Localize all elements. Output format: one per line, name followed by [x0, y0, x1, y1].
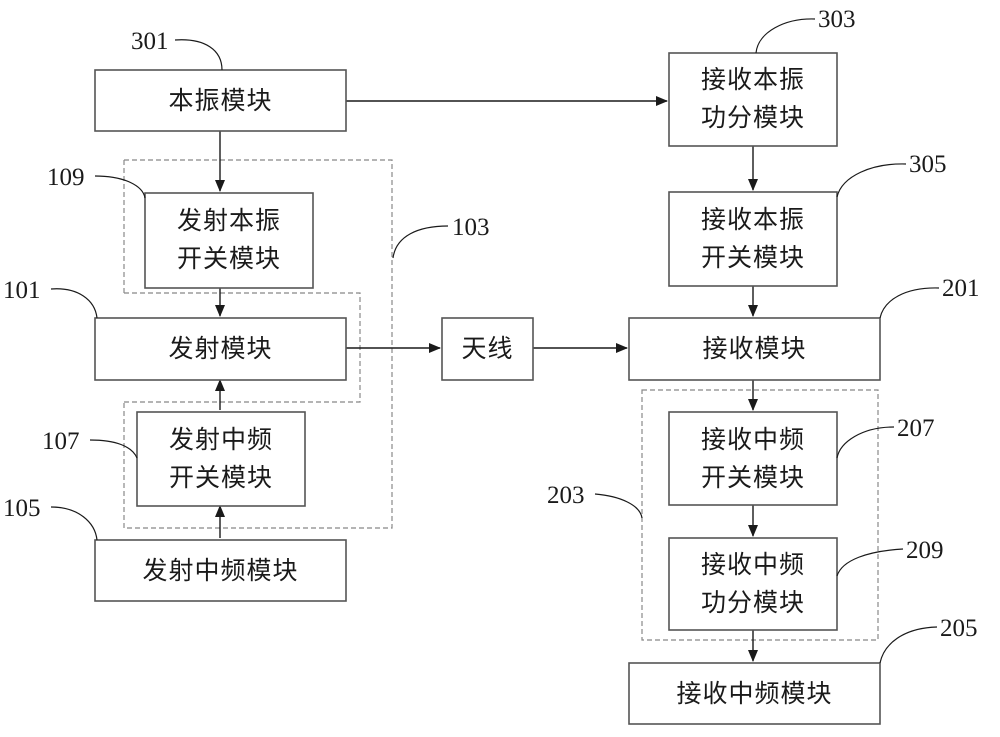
ref-109: 109 [47, 164, 85, 191]
leader-207 [836, 426, 895, 459]
block-209-rx-if-splitter: 接收中频 功分模块 [668, 537, 838, 631]
leader-101 [50, 288, 98, 319]
ref-209: 209 [906, 537, 944, 564]
svg-text:发射中频: 发射中频 [169, 425, 273, 454]
block-205-rx-if: 接收中频模块 [628, 662, 881, 725]
block-antenna: 天线 [441, 317, 534, 381]
ref-105: 105 [3, 495, 41, 522]
block-107-tx-if-switch: 发射中频 开关模块 [136, 411, 306, 507]
svg-text:发射模块: 发射模块 [168, 334, 272, 363]
svg-text:接收中频: 接收中频 [701, 550, 805, 579]
block-303-rx-lo-splitter: 接收本振 功分模块 [668, 52, 838, 147]
reference-numerals: 301 303 109 103 305 101 201 107 207 203 … [3, 6, 980, 642]
block-201-receiver: 接收模块 [628, 317, 881, 381]
svg-text:接收中频: 接收中频 [701, 425, 805, 454]
block-305-rx-lo-switch: 接收本振 开关模块 [668, 191, 838, 287]
leader-105 [50, 506, 98, 541]
leader-303 [755, 18, 816, 54]
block-109-tx-lo-switch: 发射本振 开关模块 [144, 192, 314, 289]
leader-201 [879, 287, 940, 319]
leader-103 [392, 225, 449, 259]
svg-text:开关模块: 开关模块 [701, 243, 805, 272]
ref-101: 101 [3, 277, 41, 304]
ref-103: 103 [452, 214, 490, 241]
svg-text:开关模块: 开关模块 [701, 463, 805, 492]
svg-text:本振模块: 本振模块 [168, 86, 272, 115]
svg-text:天线: 天线 [461, 334, 513, 363]
ref-201: 201 [942, 275, 980, 302]
svg-text:接收本振: 接收本振 [701, 65, 805, 94]
block-105-tx-if: 发射中频模块 [94, 539, 347, 602]
block-301-local-oscillator: 本振模块 [94, 69, 347, 132]
leader-301 [174, 39, 223, 71]
group-103-outline [123, 159, 393, 529]
leader-109 [94, 175, 146, 199]
ref-305: 305 [909, 151, 947, 178]
svg-text:发射中频模块: 发射中频模块 [142, 556, 298, 585]
svg-text:接收本振: 接收本振 [701, 205, 805, 234]
block-101-transmitter: 发射模块 [94, 317, 347, 381]
block-207-rx-if-switch: 接收中频 开关模块 [668, 411, 838, 506]
svg-text:功分模块: 功分模块 [701, 588, 805, 617]
ref-203: 203 [547, 482, 585, 509]
svg-text:功分模块: 功分模块 [701, 103, 805, 132]
leader-107 [89, 439, 138, 459]
leader-305 [836, 163, 907, 198]
ref-303: 303 [818, 6, 856, 33]
ref-205: 205 [940, 615, 978, 642]
connections [215, 96, 758, 662]
leader-205 [879, 626, 938, 664]
leader-203 [594, 493, 643, 519]
svg-text:开关模块: 开关模块 [177, 244, 281, 273]
svg-text:开关模块: 开关模块 [169, 463, 273, 492]
leader-209 [836, 548, 904, 577]
group-203-outline [641, 389, 879, 641]
reference-leaders [50, 18, 940, 664]
ref-107: 107 [42, 428, 80, 455]
svg-text:接收模块: 接收模块 [702, 334, 806, 363]
ref-301: 301 [131, 28, 169, 55]
svg-text:接收中频模块: 接收中频模块 [676, 679, 832, 708]
svg-text:发射本振: 发射本振 [177, 206, 281, 235]
ref-207: 207 [897, 415, 935, 442]
